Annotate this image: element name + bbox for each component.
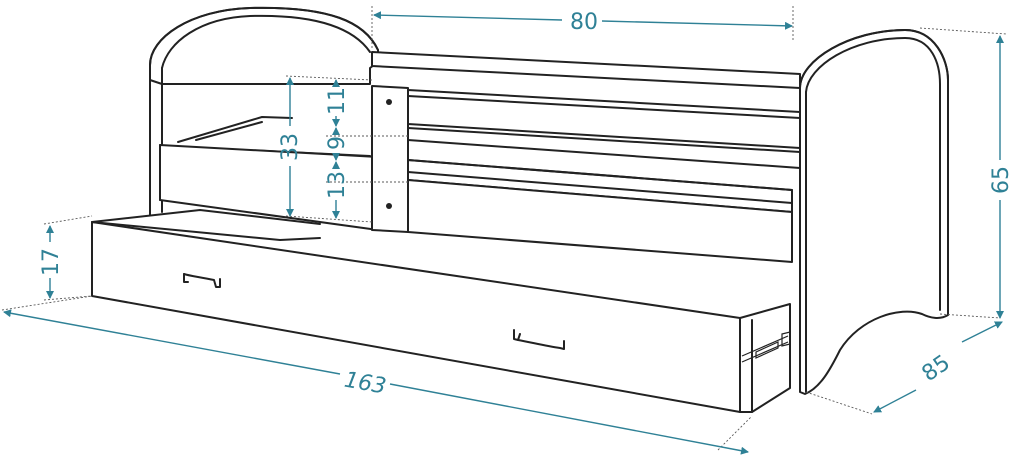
- dim-width-label: 80: [570, 10, 598, 35]
- left-headboard: [149, 6, 379, 216]
- side-rail: [159, 144, 793, 263]
- dim-depth-label: 85: [918, 350, 955, 387]
- dim-rail-9-label: 9: [325, 136, 350, 150]
- dim-drawer-height-label: 17: [39, 248, 64, 276]
- dim-rail-13-label: 13: [325, 171, 350, 199]
- dimension-lines: [3, 11, 1004, 455]
- dim-rail-11-label: 11: [325, 87, 350, 115]
- barrier-post: [371, 85, 409, 233]
- post-screw-top-icon: [386, 99, 392, 105]
- post-screw-bottom-icon: [386, 203, 392, 209]
- dim-height-label: 65: [989, 166, 1014, 194]
- dim-rail-33-label: 33: [278, 133, 303, 161]
- right-footboard: [799, 29, 949, 395]
- dim-length-label: 163: [342, 368, 388, 400]
- safety-barrier: [371, 51, 801, 169]
- extension-lines: [1, 6, 1007, 451]
- drawer: [91, 209, 791, 413]
